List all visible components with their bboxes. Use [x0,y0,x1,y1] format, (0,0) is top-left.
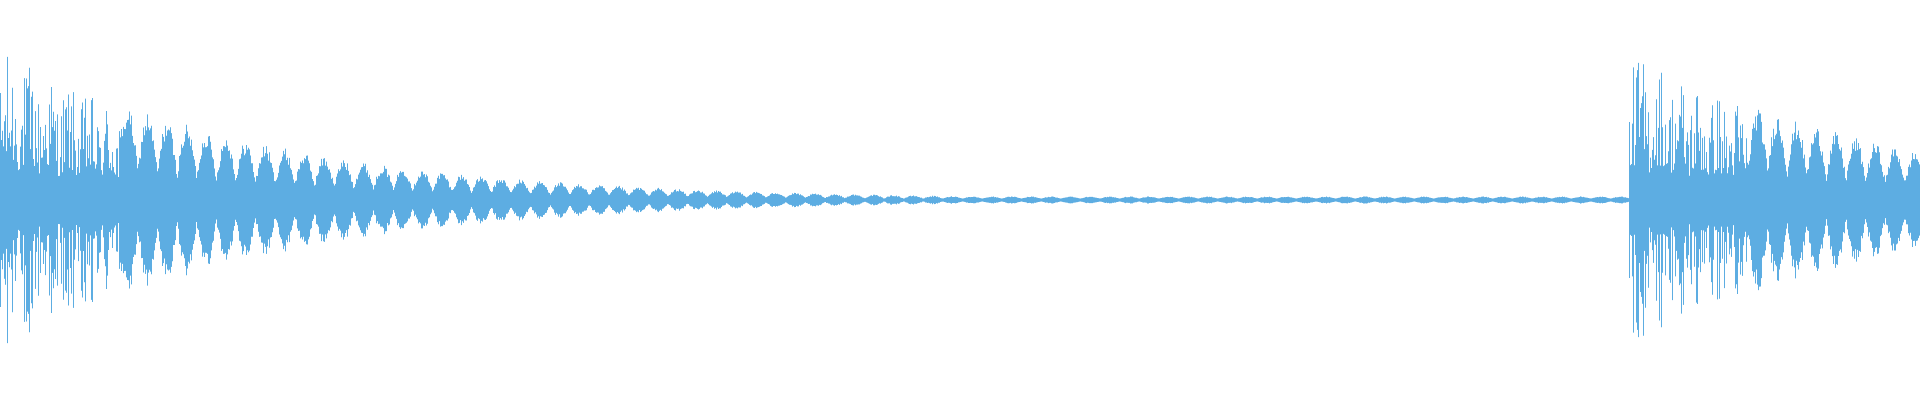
audio-waveform [0,56,1920,344]
waveform-view [0,56,1920,344]
